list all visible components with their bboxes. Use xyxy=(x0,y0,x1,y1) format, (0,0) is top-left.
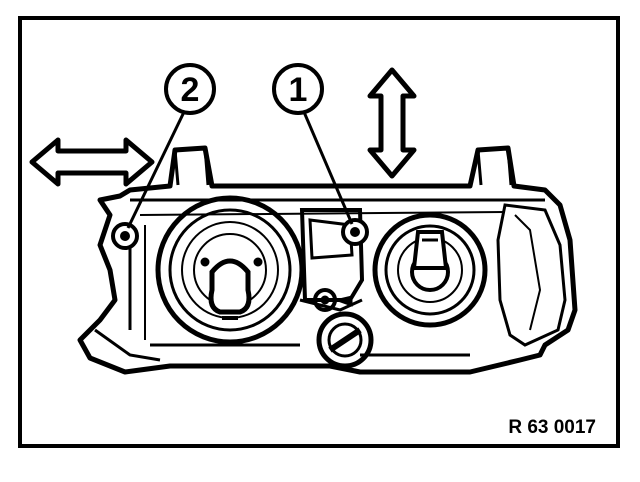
leader-line-1 xyxy=(302,111,354,225)
callout-1-label: 1 xyxy=(289,71,308,109)
callout-2: 2 xyxy=(164,63,216,115)
adjust-screw-vertical xyxy=(341,218,369,246)
horizontal-adjust-arrow-icon xyxy=(29,137,155,187)
vertical-adjust-arrow-icon xyxy=(367,67,417,179)
headlight-housing xyxy=(77,145,578,375)
bulb-cover-cap xyxy=(316,311,374,369)
reference-code: R 63 0017 xyxy=(508,417,596,438)
adjust-screw-horizontal xyxy=(111,222,139,250)
adjuster-mechanism xyxy=(299,208,365,312)
callout-2-label: 2 xyxy=(181,71,200,109)
high-beam-reflector xyxy=(372,212,488,328)
callout-1: 1 xyxy=(272,63,324,115)
leader-line-2 xyxy=(126,111,186,229)
